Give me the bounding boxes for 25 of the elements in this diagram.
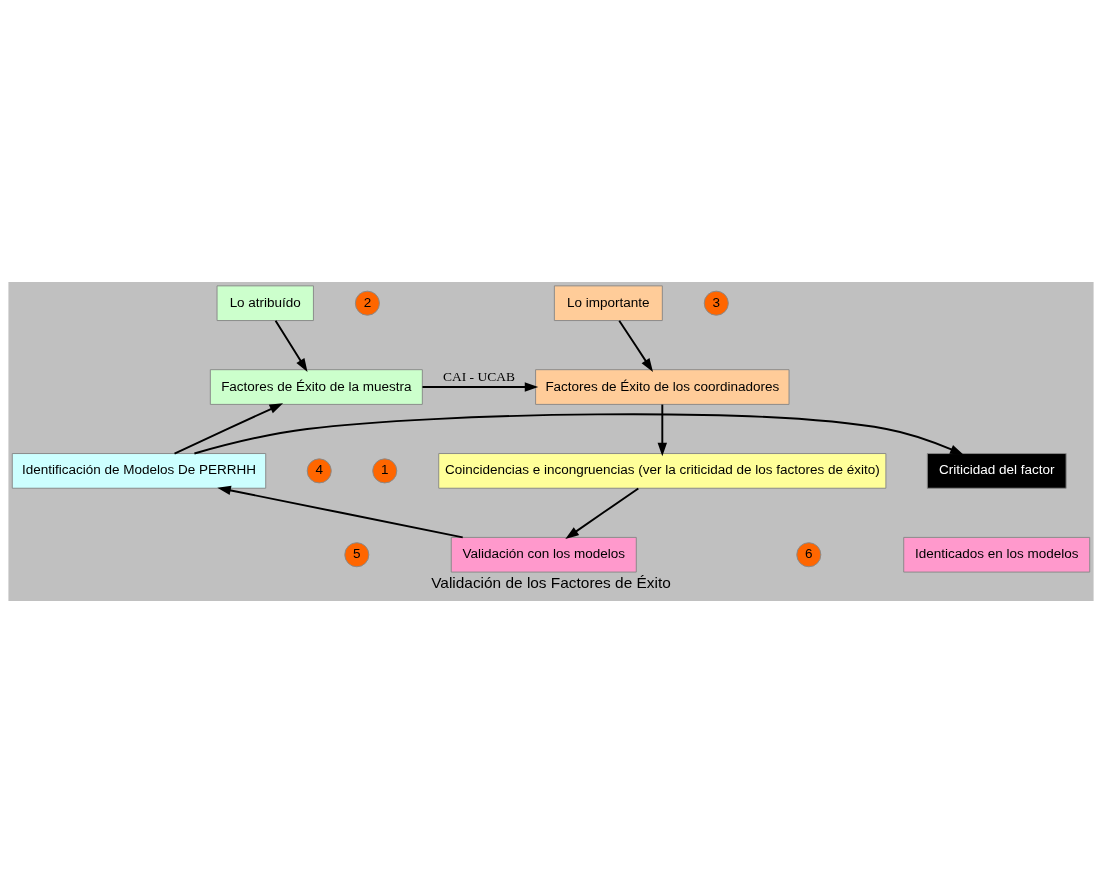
node-circle: 2 [354, 290, 380, 316]
arrow [421, 381, 539, 392]
arrow [657, 403, 668, 456]
arrow [565, 486, 640, 539]
node-circle: 6 [796, 541, 822, 567]
node-box: Validación con los modelos [450, 536, 637, 573]
node-box: Lo importante [553, 284, 663, 321]
caption: Validación de los Factores de Éxito [431, 573, 671, 591]
arrow [274, 319, 308, 372]
node-circle: 4 [306, 457, 332, 483]
node-box: Lo atribuído [216, 284, 314, 321]
arrow [217, 485, 464, 538]
node-box: Identicados en los modelos [903, 536, 1091, 573]
node-box: Identificación de Modelos De PERRHH [11, 452, 267, 489]
arrow [193, 412, 964, 455]
edge-label: CAI - UCAB [443, 367, 515, 383]
arrow [618, 319, 653, 372]
node-circle: 5 [344, 541, 370, 567]
node-circle: 1 [372, 457, 398, 483]
node-circle: 3 [703, 290, 729, 316]
node-box: Factores de Éxito de la muestra [209, 368, 423, 405]
node-box: Factores de Éxito de los coordinadores [535, 368, 790, 405]
arrow [173, 402, 284, 454]
node-box: Criticidad del factor [926, 452, 1067, 489]
node-box: Coincidencias e incongruencias (ver la criticidad de los factores de éxito) [438, 452, 887, 489]
